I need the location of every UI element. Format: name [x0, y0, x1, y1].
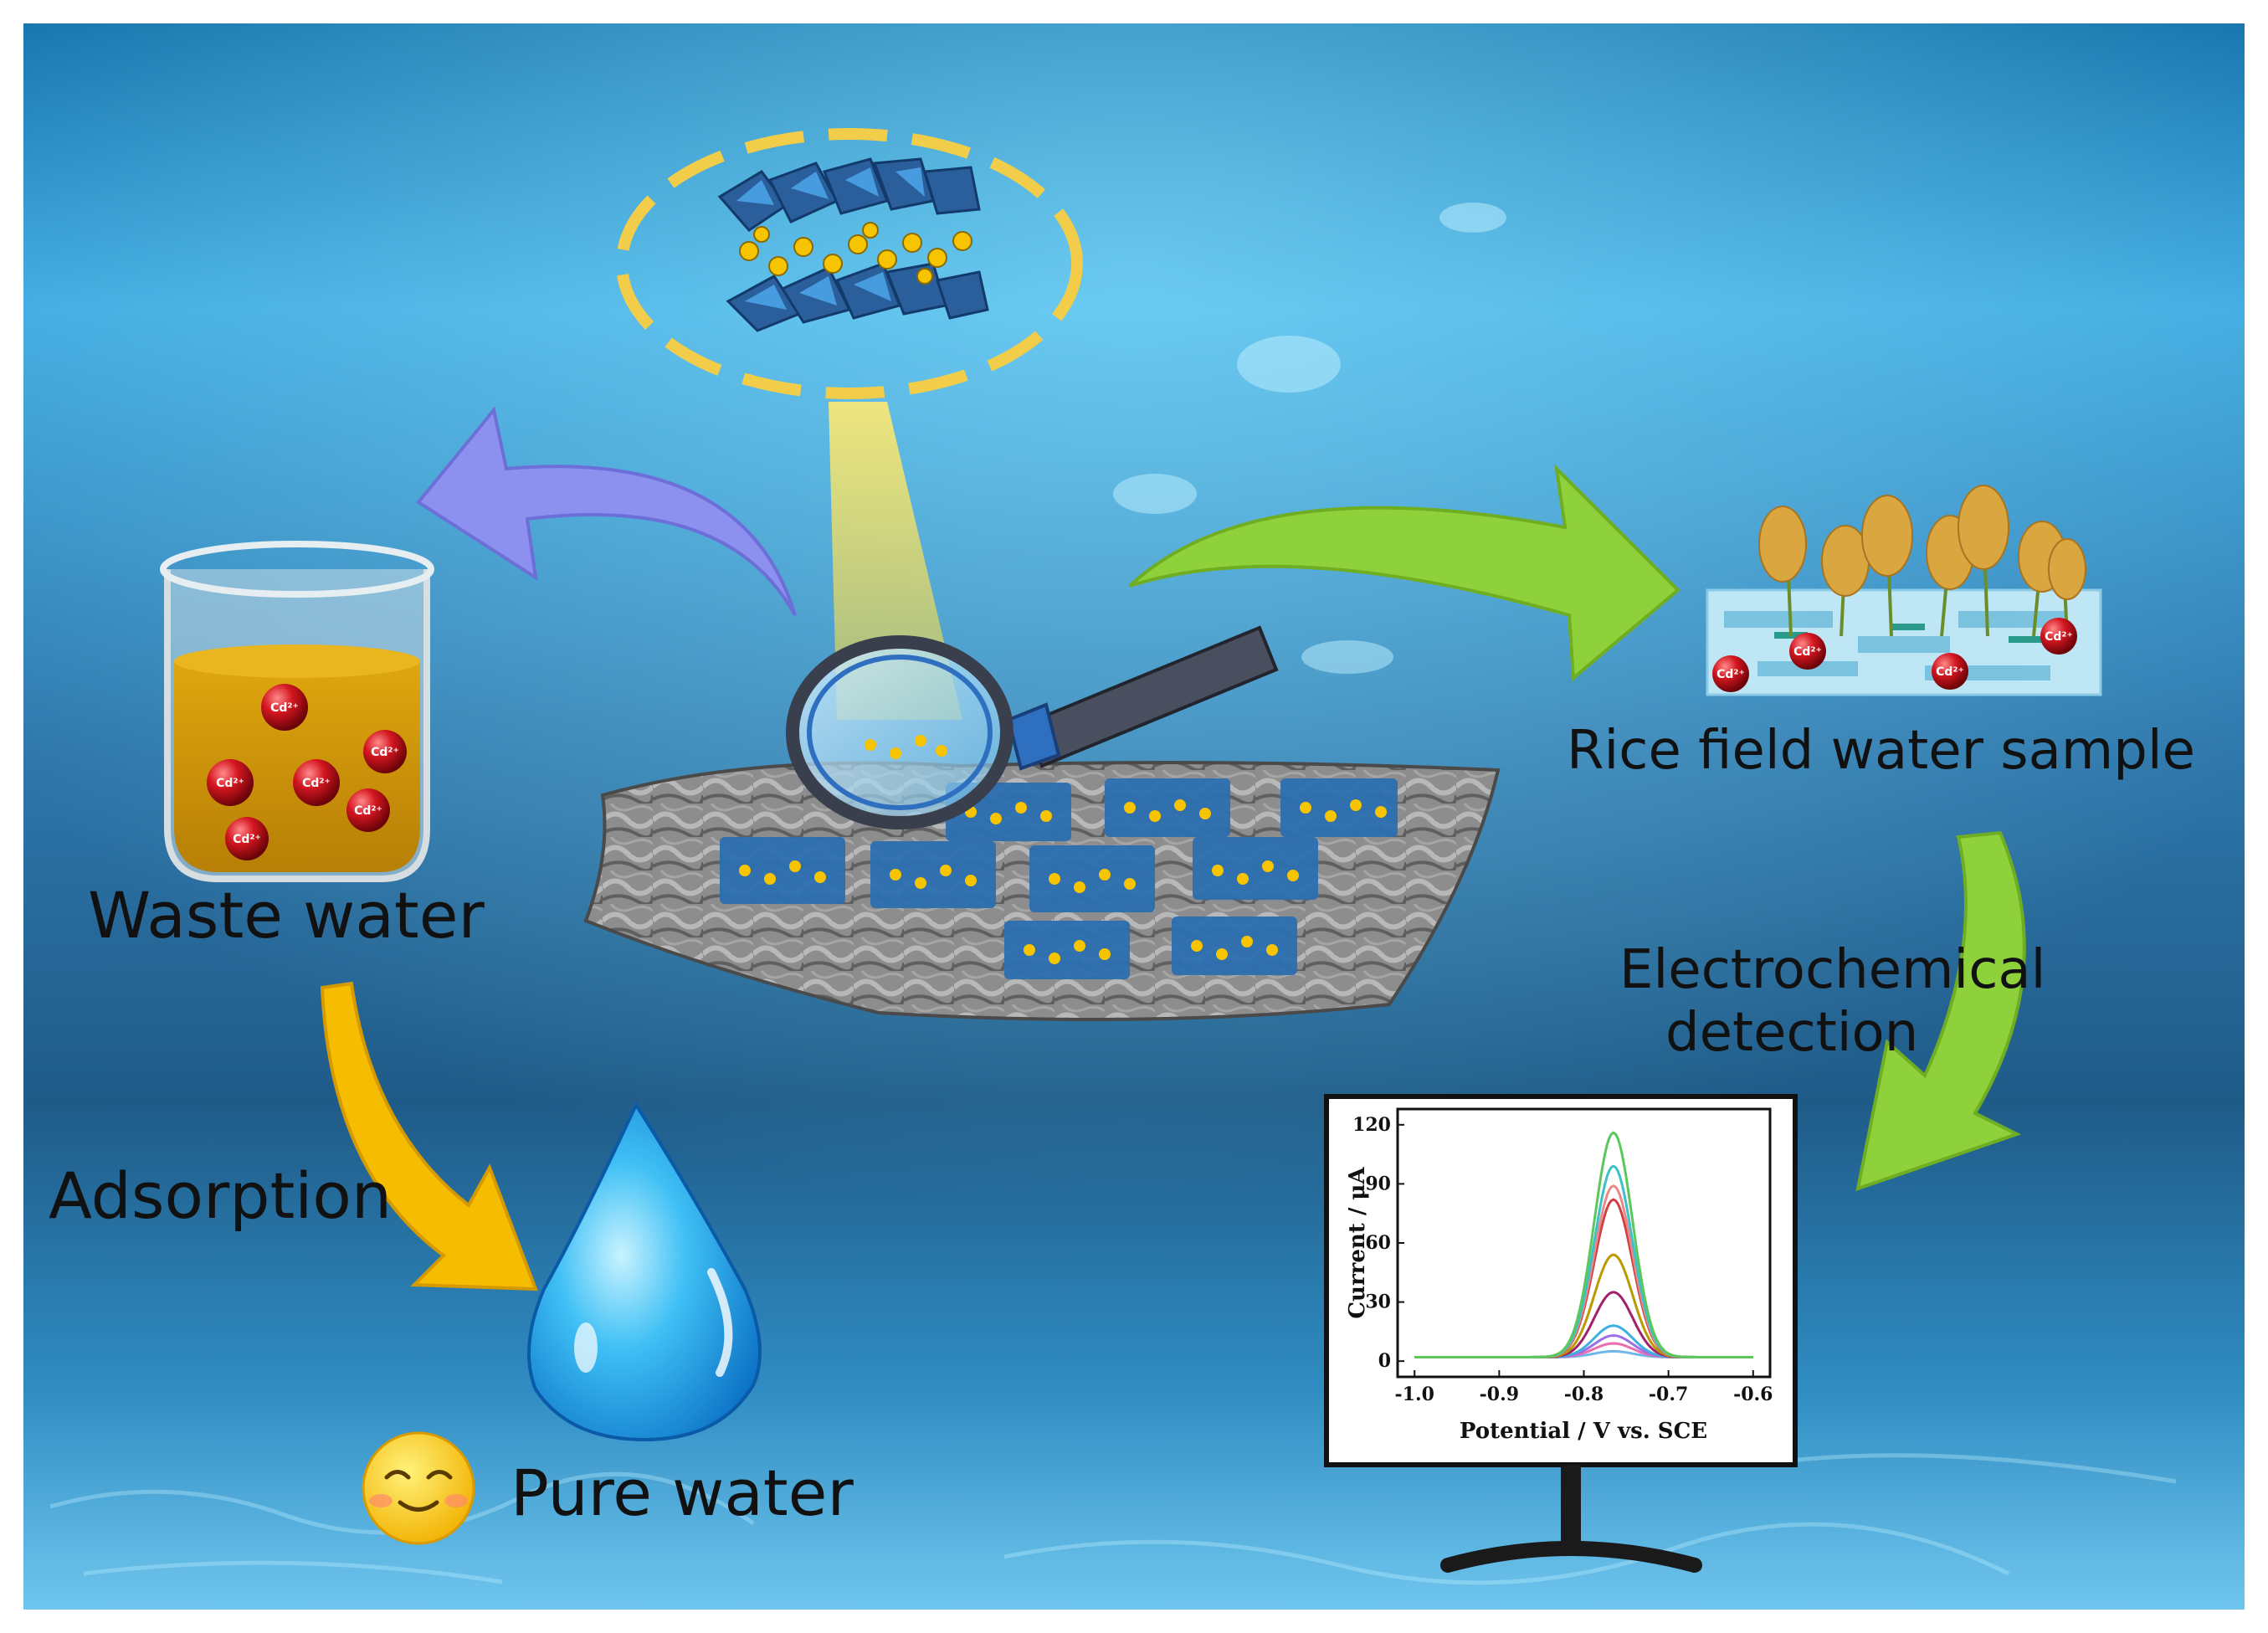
chart-x-tick-label: -0.8	[1564, 1384, 1604, 1405]
chart-y-tick-label: 60	[1365, 1232, 1391, 1254]
chart-x-tick-label: -1.0	[1395, 1384, 1434, 1405]
voltammetry-chart: 0 30 60 90 120 -1.0 -0.9 -0.8 -0.7 -0.6 Current …	[1345, 1107, 1773, 1444]
svg-text:Cd²⁺: Cd²⁺	[233, 833, 261, 846]
chart-x-tick-label: -0.7	[1649, 1384, 1688, 1405]
svg-text:Cd²⁺: Cd²⁺	[216, 777, 244, 790]
cd-ion-icon: Cd²⁺	[261, 684, 308, 731]
label-pure-water: Pure water	[511, 1456, 854, 1530]
chart-y-tick-label: 120	[1352, 1114, 1391, 1136]
svg-text:Cd²⁺: Cd²⁺	[1936, 665, 1964, 679]
svg-text:Cd²⁺: Cd²⁺	[2045, 630, 2073, 644]
label-adsorption: Adsorption	[49, 1158, 392, 1233]
label-electrochemical: Electrochemical	[1619, 939, 2045, 1001]
cd-ion-icon: Cd²⁺	[225, 817, 269, 860]
chart-y-tick-label: 90	[1365, 1173, 1391, 1194]
rice-field-icon: Cd²⁺ Cd²⁺ Cd²⁺ Cd²⁺	[1706, 485, 2102, 696]
cd-ion-icon: Cd²⁺	[346, 788, 390, 832]
cd-ion-icon: Cd²⁺	[1712, 655, 1749, 692]
chart-x-tick-label: -0.6	[1733, 1384, 1773, 1405]
cd-ion-icon: Cd²⁺	[207, 759, 254, 806]
svg-text:Cd²⁺: Cd²⁺	[354, 804, 382, 818]
chart-series-line-10	[1414, 1131, 1753, 1358]
bubbles	[1113, 203, 1506, 674]
chart-x-tick-label: -0.9	[1480, 1384, 1519, 1405]
cd-ion-icon: Cd²⁺	[363, 730, 407, 773]
chart-y-tick-label: 0	[1378, 1350, 1391, 1372]
graphene-sheet-icon	[583, 761, 1501, 1021]
purple-arrow-icon	[416, 406, 797, 616]
cadmium-ions: Cd²⁺ Cd²⁺ Cd²⁺ Cd²⁺ Cd²⁺ Cd²⁺	[207, 684, 407, 860]
svg-text:Cd²⁺: Cd²⁺	[1793, 645, 1822, 659]
green-arrow-bottom-icon	[1855, 830, 2026, 1192]
label-detection: detection	[1665, 1002, 1918, 1064]
cd-ion-icon: Cd²⁺	[1932, 653, 1968, 690]
chart-y-ticks: 0 30 60 90 120	[1352, 1114, 1404, 1372]
yellow-arrow-icon	[320, 981, 538, 1292]
crystal-structure-icon	[717, 157, 989, 332]
label-rice-field: Rice field water sample	[1567, 720, 2195, 782]
chart-series	[1414, 1131, 1753, 1358]
chart-plot-frame	[1396, 1107, 1772, 1379]
chart-x-axis-label: Potential / V vs. SCE	[1460, 1419, 1707, 1444]
chart-y-axis-label: Current / μA	[1345, 1167, 1370, 1319]
label-waste-water: Waste water	[88, 878, 485, 953]
chart-y-tick-label: 30	[1365, 1292, 1391, 1313]
cd-ion-icon: Cd²⁺	[293, 759, 340, 806]
chart-x-ticks: -1.0 -0.9 -0.8 -0.7 -0.6	[1395, 1370, 1773, 1405]
svg-text:Cd²⁺: Cd²⁺	[1716, 668, 1745, 681]
svg-text:Cd²⁺: Cd²⁺	[302, 777, 331, 790]
zoom-ellipse	[616, 128, 1083, 399]
magnifying-glass-icon	[786, 625, 1279, 829]
cd-ion-icon: Cd²⁺	[1789, 633, 1826, 670]
svg-text:Cd²⁺: Cd²⁺	[371, 746, 399, 759]
smiley-icon	[362, 1431, 475, 1545]
water-drop-icon	[527, 1101, 762, 1442]
cd-ion-icon: Cd²⁺	[2040, 618, 2077, 655]
svg-text:Cd²⁺: Cd²⁺	[270, 701, 299, 715]
green-arrow-top-icon	[1128, 464, 1680, 682]
